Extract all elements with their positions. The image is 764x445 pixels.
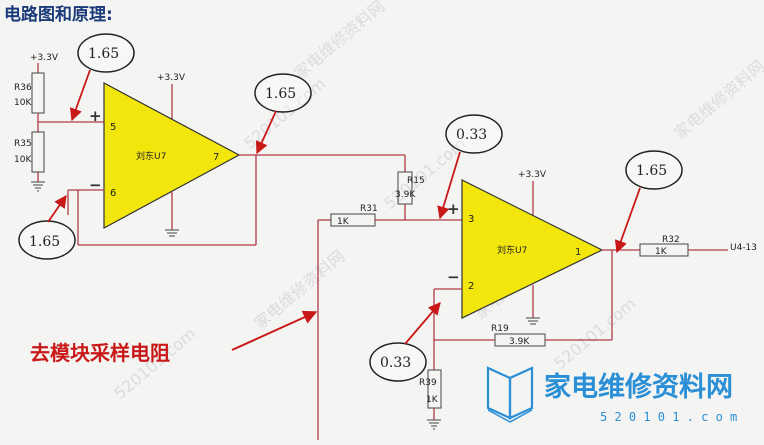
opamp-1-pin-plus: 5 [110,122,116,133]
watermark-brand-1: 家电维修资料网 [290,0,388,83]
voltage-u1-plus: 1.65 [88,46,119,62]
voltage-bubble-u1-minus: 1.65 [18,220,76,260]
opamp-2-minus-sign: − [447,268,460,286]
opamp-2-pin-minus: 2 [468,281,474,292]
opamp-u7-first: +3.3V 刘东U7 5 6 7 + − [67,73,257,246]
divider-left: +3.3V R36 10K R35 10K [14,53,104,192]
resistor-r36 [31,72,45,114]
opamp-1-name: 刘东U7 [136,150,166,162]
opamp-2-pin-plus: 3 [468,214,474,225]
ground-symbol-left [31,181,45,192]
voltage-bubble-u2-plus: 0.33 [445,114,503,154]
resistor-r35 [31,131,45,173]
page-heading: 电路图和原理: [4,4,113,25]
r31-value: 1K [337,217,350,227]
r39-ref: R39 [419,378,437,388]
voltage-u2-plus: 0.33 [456,127,487,143]
r15-ref: R15 [407,176,425,186]
voltage-bubble-u1-out: 1.65 [254,73,312,113]
logo-brand-text: 家电维修资料网 [544,371,733,403]
watermark-layer: 520101.com 520101.com 520101.com 520101.… [110,0,764,403]
r32-value: 1K [655,247,668,257]
voltage-u2-out: 1.65 [636,163,667,179]
ground-symbol-u2 [526,317,540,325]
r32-ref: R32 [662,235,680,245]
voltage-bubble-u2-out: 1.65 [625,150,683,190]
voltage-bubble-u2-minus: 0.33 [369,342,427,382]
r39-value: 1K [426,395,439,405]
ground-symbol-r39 [427,419,441,430]
note-remove-sampling-resistor: 去模块采样电阻 [30,341,170,365]
voltage-u1-out: 1.65 [265,86,296,102]
logo-url-text: 5 2 0 1 0 1 . c o m [600,410,737,424]
output-label: U4-13 [730,243,757,253]
site-logo: 家电维修资料网 5 2 0 1 0 1 . c o m [486,366,737,424]
watermark-site-4: 520101.com [550,294,639,373]
opamp-1-pin-out: 7 [213,152,219,163]
r19-ref: R19 [491,324,509,334]
voltage-u1-minus: 1.65 [29,234,60,250]
opamp-2-name: 刘东U7 [497,244,527,256]
supply-label-left: +3.3V [30,53,59,63]
supply-label-u2: +3.3V [518,170,547,180]
book-icon [486,366,534,423]
voltage-u2-minus: 0.33 [380,355,411,371]
r15-value: 3.9K [395,190,416,200]
r36-value: 10K [14,98,32,108]
opamp-1-body [103,82,241,230]
opamp-u7-second: +3.3V 刘东U7 3 2 1 + − [447,170,604,325]
r35-ref: R35 [14,139,32,149]
supply-label-u1: +3.3V [157,73,186,83]
opamp-2-plus-sign: + [447,200,460,218]
watermark-brand-3: 家电维修资料网 [670,57,764,144]
opamp-1-plus-sign: + [89,107,102,125]
r36-ref: R36 [14,83,32,93]
opamp-1-pin-minus: 6 [110,188,116,199]
r19-value: 3.9K [509,337,530,347]
opamp-2-pin-out: 1 [575,247,581,258]
ground-symbol-u1 [165,229,179,237]
r31-ref: R31 [360,204,378,214]
voltage-bubble-u1-plus: 1.65 [77,33,135,73]
opamp-2-body [461,179,604,319]
r35-value: 10K [14,155,32,165]
opamp-1-minus-sign: − [89,176,102,194]
